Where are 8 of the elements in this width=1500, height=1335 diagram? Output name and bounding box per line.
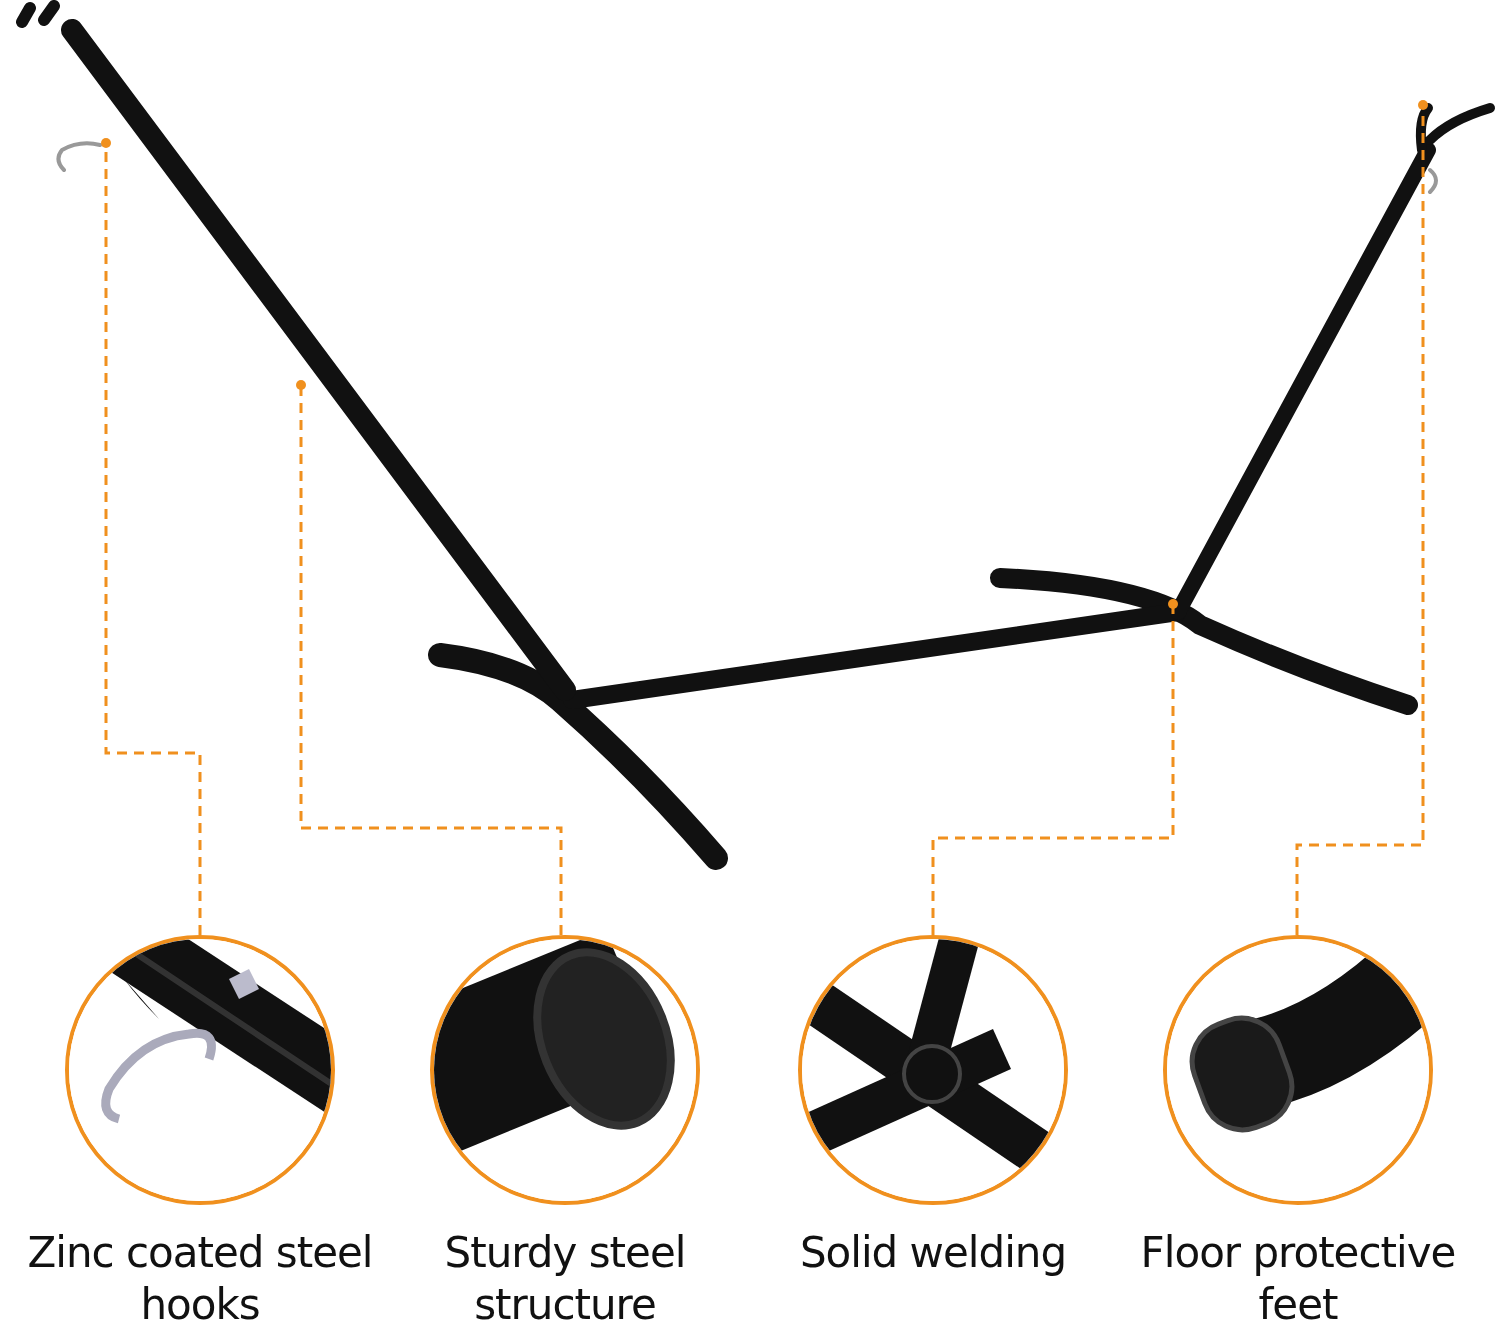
feature-caption: Sturdy steel structure: [443, 1227, 687, 1331]
leader-line: [931, 599, 1178, 935]
leader-line: [296, 380, 563, 935]
feature-caption: Solid welding: [798, 1227, 1068, 1279]
feature-caption: Floor protective feet: [1139, 1227, 1457, 1331]
leader-line: [101, 138, 202, 935]
feature-caption: Zinc coated steel hooks: [26, 1227, 374, 1331]
leader-line: [1295, 100, 1428, 935]
